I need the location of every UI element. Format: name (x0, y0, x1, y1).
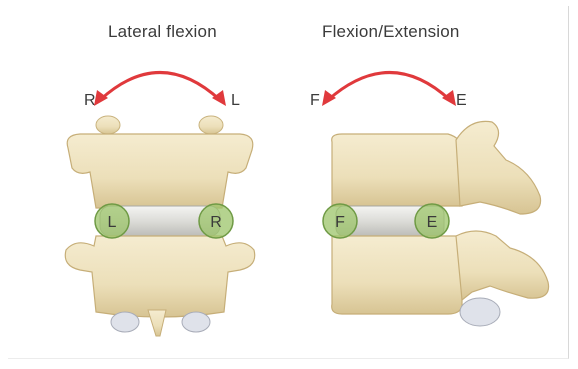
lateral-flexion-arrow (100, 73, 220, 101)
flexion-extension-arrow (328, 73, 450, 101)
flexion-arrow-head-right (442, 90, 456, 106)
flexion-joint-left-label: F (335, 214, 345, 231)
lateral-joint-right-label: R (210, 214, 222, 231)
lateral-arrow-head-right (212, 90, 226, 106)
flexion-arrow-head-left (322, 90, 336, 106)
lateral-arrow-head-left (94, 90, 108, 106)
lateral-joint-left-label: L (108, 214, 117, 231)
flexion-joint-right-label: E (427, 214, 438, 231)
